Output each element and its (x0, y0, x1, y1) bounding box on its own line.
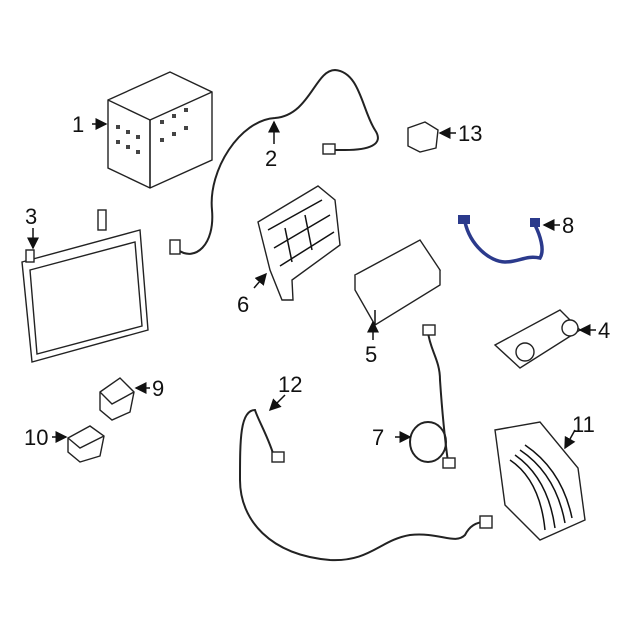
part-4-control-panel[interactable] (493, 309, 582, 369)
callout-10: 10 (24, 425, 48, 450)
part-12-cable[interactable] (238, 408, 486, 562)
callout-12: 12 (278, 372, 302, 397)
callout-3: 3 (25, 204, 37, 229)
callout-6: 6 (237, 292, 249, 317)
callout-1: 1 (72, 112, 84, 137)
callout-8: 8 (562, 213, 574, 238)
part-13-relay[interactable] (407, 121, 439, 153)
part-3-display-screen[interactable] (21, 209, 149, 363)
part-7-cable-loop[interactable] (409, 324, 456, 469)
callout-5: 5 (365, 342, 377, 367)
part-9-switch[interactable] (99, 377, 135, 421)
callout-4: 4 (598, 318, 610, 343)
callout-11: 11 (572, 412, 595, 437)
part-5-control-module[interactable] (354, 239, 441, 326)
part-10-switch[interactable] (67, 425, 105, 463)
part-2-antenna-cable[interactable] (177, 68, 379, 255)
callout-9: 9 (152, 376, 164, 401)
part-6-bracket[interactable] (257, 185, 341, 301)
part-11-amplifier[interactable] (494, 421, 586, 541)
part-8-wiring-harness[interactable] (458, 215, 544, 264)
callout-7: 7 (372, 425, 384, 450)
callout-13: 13 (458, 121, 482, 146)
part-1-radio-chassis[interactable] (107, 71, 213, 189)
callout-2: 2 (265, 146, 277, 171)
